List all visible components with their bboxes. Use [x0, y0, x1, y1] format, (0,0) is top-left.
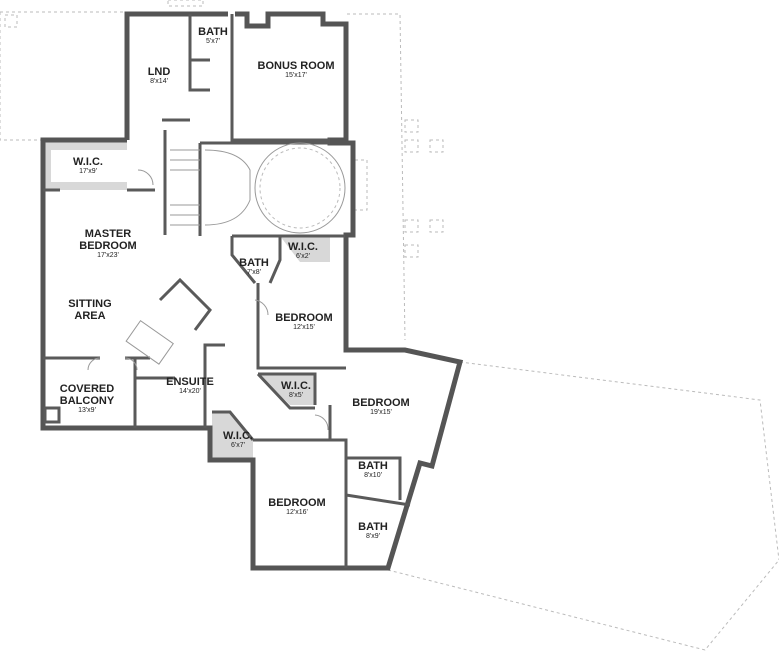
stairs — [170, 142, 346, 234]
room-wic-3: W.I.C.8'x5' — [281, 380, 311, 400]
interior-walls — [43, 14, 411, 568]
doors — [87, 169, 329, 431]
exterior-walls — [40, 11, 464, 571]
closets — [45, 140, 330, 460]
room-wic-2: W.I.C.6'x2' — [288, 241, 318, 261]
room-wic-master: W.I.C.17'x9' — [73, 156, 103, 176]
room-wic-4: W.I.C.6'x7' — [223, 430, 253, 450]
room-sitting-area: SITTING AREA — [68, 298, 112, 323]
